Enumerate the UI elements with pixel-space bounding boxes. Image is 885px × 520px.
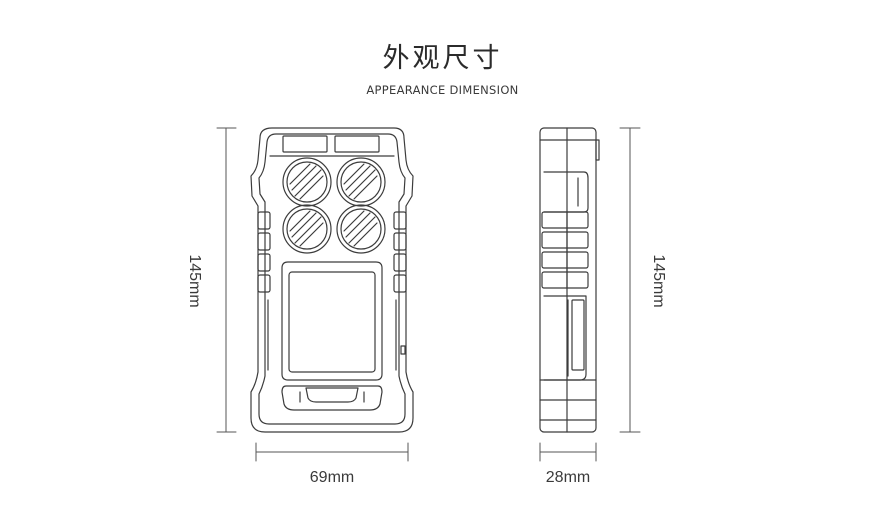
side-grip-ribs [541,211,589,289]
front-top-window-right [334,135,380,153]
side-depth-dimension-line [539,442,597,462]
front-height-label: 145mm [186,254,203,308]
front-width-label: 69mm [309,469,355,486]
front-screen [288,271,376,373]
sensor-grille-bottom-right [336,204,386,254]
side-height-dimension-line [619,127,641,433]
side-height-label: 145mm [650,254,667,308]
page-title: 外观尺寸 [382,43,503,74]
front-outer-shell [250,127,414,433]
sensor-grille-top-right [336,157,386,207]
front-height-dimension-line [216,127,237,433]
front-button-cluster [281,385,383,411]
front-left-grip-ribs [257,211,271,371]
device-front-view [250,127,414,433]
sensor-grille-top-left [282,157,332,207]
side-belt-clip [543,295,587,381]
sensor-grille-bottom-left [282,204,332,254]
front-center-button [305,387,359,403]
side-knob [595,139,600,161]
front-inner-shell [258,133,406,425]
side-outer-shell [539,127,597,433]
front-screen-bezel [281,261,383,381]
page-subtitle: APPEARANCE DIMENSION [366,83,519,97]
front-right-grip-ribs [393,211,407,371]
side-depth-label: 28mm [545,469,591,486]
front-width-dimension-line [255,442,409,462]
front-top-window-left [282,135,328,153]
device-side-view [539,127,600,433]
